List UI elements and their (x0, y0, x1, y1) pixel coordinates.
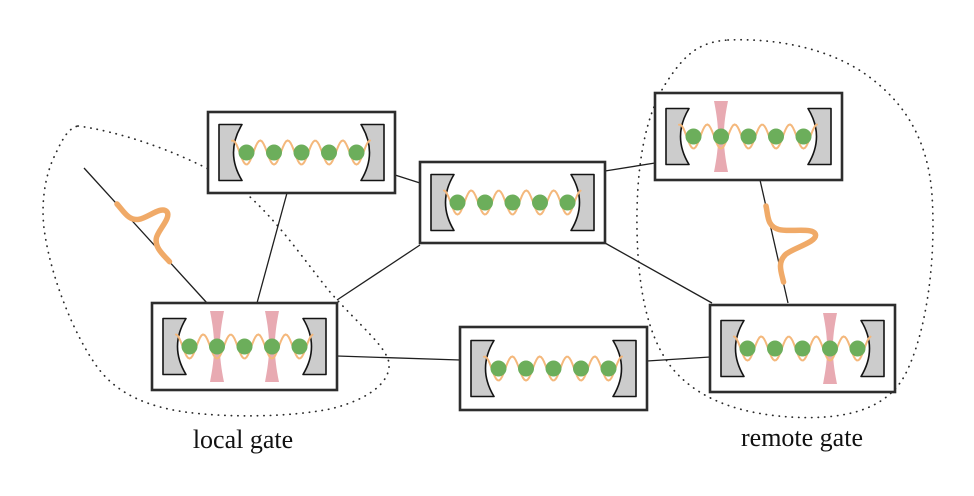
atom (321, 144, 337, 161)
atom (348, 144, 365, 161)
mirror-right (807, 107, 832, 166)
link-middle-bottomright (604, 242, 713, 304)
atom (518, 360, 534, 377)
cavity-field-wave (678, 123, 818, 150)
cavity-field-wave (175, 333, 314, 360)
cavity-field-wave (733, 335, 872, 362)
atom (768, 128, 784, 145)
atom (266, 144, 282, 161)
atom (236, 338, 253, 355)
mirror-right (360, 123, 385, 182)
atom (181, 338, 198, 355)
photon-pulse-local (117, 183, 193, 262)
link-bottomleft-bottommiddle (336, 355, 461, 361)
atom (685, 128, 702, 145)
link-middle-topright (604, 162, 656, 172)
atom (795, 128, 812, 145)
atom (490, 360, 507, 377)
photon-pulses-layer (117, 183, 825, 282)
atom (822, 340, 838, 357)
atom (600, 360, 617, 377)
cavity-node-bottom-right (708, 303, 897, 394)
atom (573, 360, 589, 377)
mirror-left (720, 319, 745, 378)
link-middle-bottomleft (336, 244, 421, 301)
atom (794, 340, 811, 357)
atom (559, 194, 576, 211)
atom (713, 128, 729, 145)
mirror-right (302, 317, 327, 376)
atom (293, 144, 310, 161)
cavity-node-top-right (653, 91, 844, 182)
mirror-left (470, 339, 495, 398)
mirror-right (860, 319, 885, 378)
link-topleft-middle (394, 174, 421, 184)
atom (504, 194, 521, 211)
mirror-left (665, 107, 690, 166)
atom (449, 194, 466, 211)
mirror-right (612, 339, 637, 398)
gate-boundaries-layer (42, 38, 934, 419)
atom (532, 194, 548, 211)
cavity-field-wave (483, 355, 623, 382)
atom (849, 340, 866, 357)
cavity-node-middle (418, 160, 607, 245)
cavity-nodes-layer (150, 91, 897, 412)
cavity-field-wave (443, 189, 582, 216)
link-photon-in (83, 167, 208, 304)
mirror-left (218, 123, 243, 182)
atom (238, 144, 255, 161)
atom (264, 338, 280, 355)
atom (209, 338, 225, 355)
cavity-field-wave (231, 139, 371, 166)
local-gate-boundary (42, 125, 390, 417)
atom (740, 128, 757, 145)
atom (739, 340, 756, 357)
atom (291, 338, 308, 355)
mirror-right (570, 173, 595, 232)
atom (767, 340, 783, 357)
remote-gate-label: remote gate (741, 423, 863, 452)
photon-pulse-remote (765, 197, 824, 283)
local-gate-label: local gate (193, 425, 293, 454)
atom (477, 194, 493, 211)
cavity-node-top-left (206, 110, 397, 195)
cavity-node-bottom-middle (458, 325, 649, 412)
mirror-left (162, 317, 187, 376)
atom (545, 360, 562, 377)
link-topleft-bottomleft (256, 192, 288, 304)
mirror-left (430, 173, 455, 232)
link-bottommiddle-bottomright (646, 356, 711, 362)
cavity-node-bottom-left (150, 301, 339, 392)
